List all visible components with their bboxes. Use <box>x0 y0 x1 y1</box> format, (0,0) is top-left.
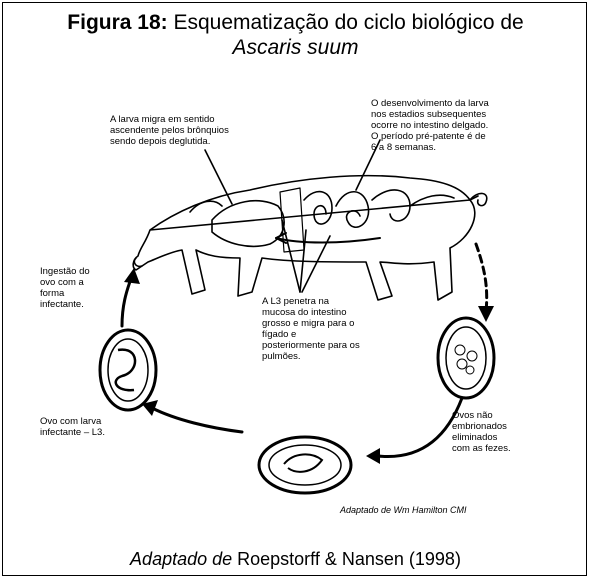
pig-ear <box>190 201 222 212</box>
note-development: O desenvolvimento da larva nos estadios … <box>371 98 489 153</box>
pig-intestine <box>304 190 410 227</box>
note-migration: A larva migra em sentido ascendente pelo… <box>110 114 229 147</box>
egg-l3 <box>100 330 156 410</box>
source-authors: Roepstorff & Nansen (1998) <box>232 549 461 569</box>
source-credit: Adaptado de Roepstorff & Nansen (1998) <box>0 548 591 570</box>
egg-unembryonated <box>438 318 494 398</box>
egg-developing <box>259 437 351 493</box>
source-italic: Adaptado de <box>130 549 232 569</box>
leader-l3b <box>302 236 330 292</box>
arrow-l3-to-ingestion <box>122 276 132 326</box>
leader-migra <box>205 150 232 204</box>
arrow-to-feces <box>476 244 487 312</box>
inner-credit: Adaptado de Wm Hamilton CMI <box>340 505 467 515</box>
leader-l3a <box>282 220 300 292</box>
note-infective-egg: Ovo com larva infectante – L3. <box>40 416 105 438</box>
arrow-bottom-to-l3 <box>152 408 242 432</box>
pig-snout <box>134 258 142 266</box>
note-unembryonated: Ovos não embrionados eliminados com as f… <box>452 410 511 454</box>
note-ingestion: Ingestão do ovo com a forma infectante. <box>40 266 90 310</box>
arrow-egg-to-bottom <box>378 398 462 457</box>
note-l3: A L3 penetra na mucosa do intestino gros… <box>262 296 360 362</box>
